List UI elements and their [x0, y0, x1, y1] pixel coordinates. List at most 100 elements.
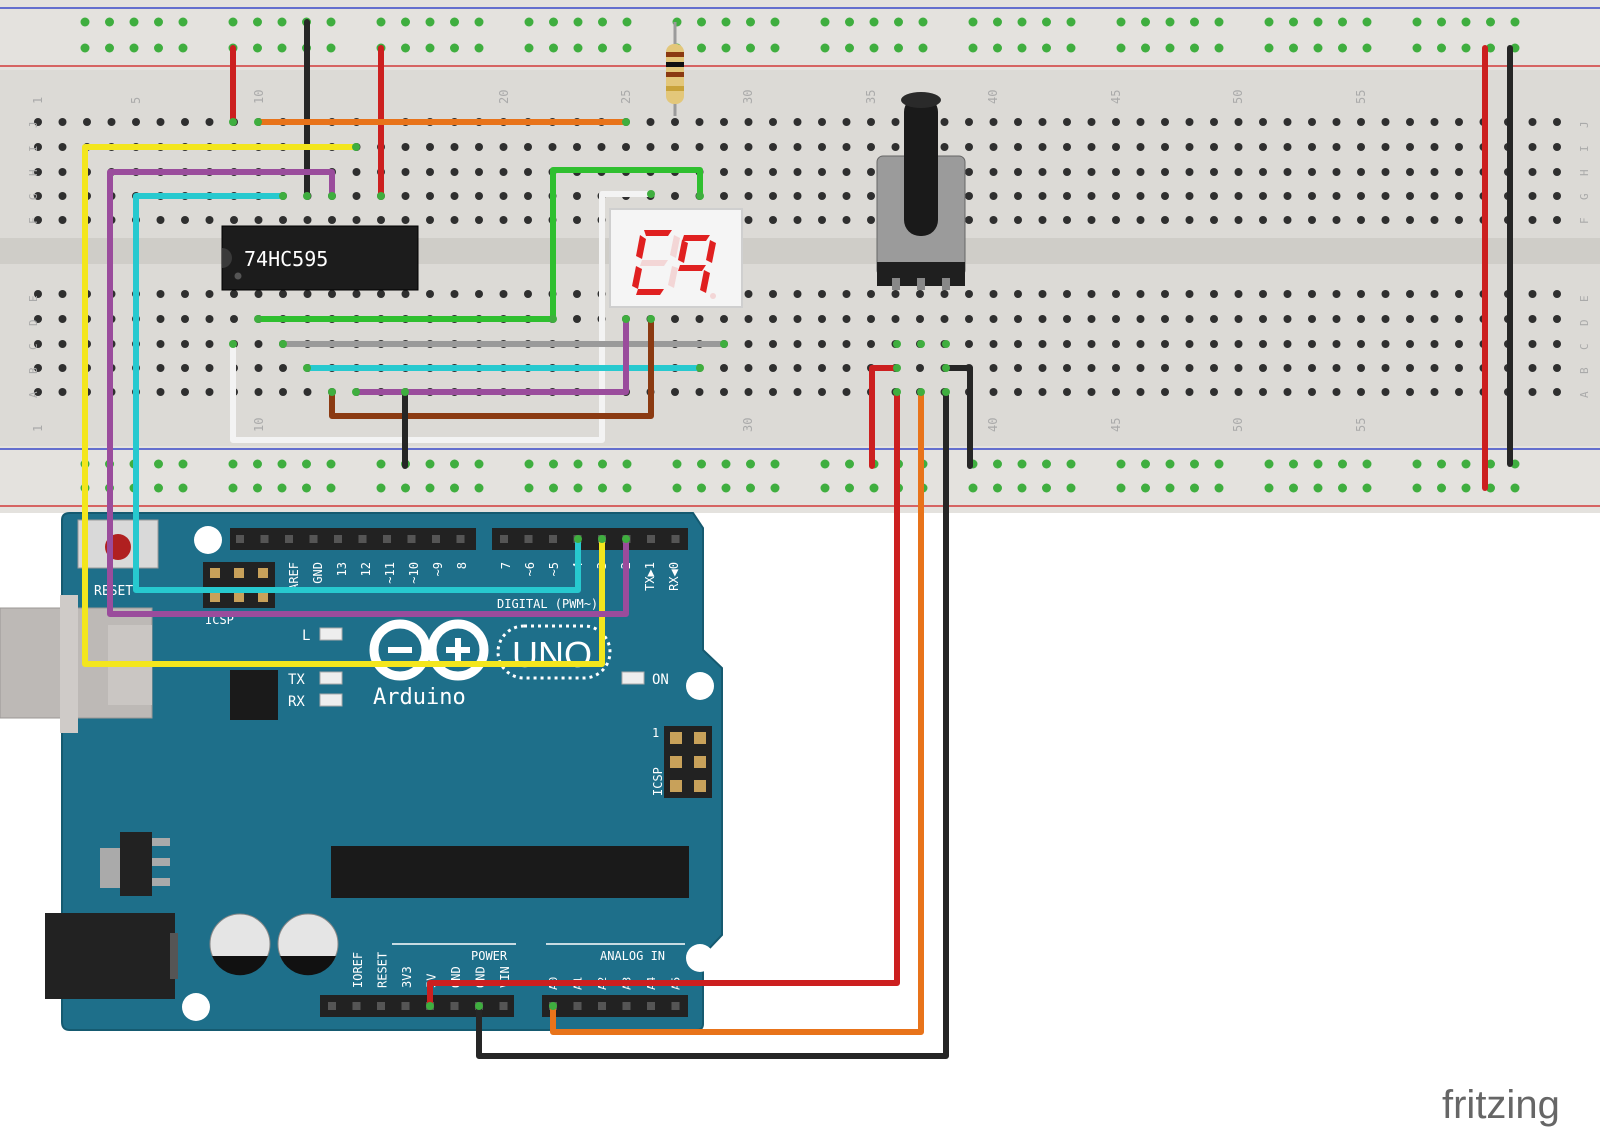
- breadboard-hole: [1234, 168, 1243, 176]
- breadboard-hole: [867, 143, 875, 151]
- breadboard-hole: [1038, 315, 1047, 323]
- breadboard-hole: [744, 388, 753, 396]
- breadboard-hole: [769, 340, 777, 348]
- breadboard-hole: [254, 340, 263, 348]
- breadboard-hole: [769, 143, 777, 151]
- breadboard-hole: [1528, 340, 1537, 348]
- breadboard-hole: [34, 143, 42, 151]
- breadboard-hole: [1283, 315, 1292, 323]
- row-letter-h: H: [27, 169, 40, 176]
- rail-hole: [1362, 17, 1372, 27]
- rail-hole: [129, 43, 139, 53]
- header-pin: [260, 535, 269, 543]
- mounting-hole: [686, 944, 714, 972]
- segment-g-off: [640, 260, 668, 266]
- breadboard-hole: [720, 118, 728, 126]
- rail-hole: [1313, 43, 1323, 53]
- led-rx: [319, 693, 343, 707]
- row-letter-d: D: [27, 319, 40, 326]
- breadboard-hole: [205, 216, 214, 224]
- breadboard-hole: [352, 192, 361, 200]
- rail-hole: [1461, 17, 1471, 27]
- rail-hole: [721, 17, 731, 27]
- breadboard-hole: [58, 364, 67, 372]
- header-pin: [285, 535, 293, 543]
- regulator-pin: [152, 838, 170, 846]
- breadboard-hole: [1308, 388, 1316, 396]
- breadboard-hole: [1430, 364, 1439, 372]
- breadboard-hole: [1087, 364, 1096, 372]
- breadboard-hole: [1406, 118, 1414, 126]
- breadboard-hole: [1112, 364, 1120, 372]
- pot-knob-shaft[interactable]: [904, 96, 938, 236]
- breadboard-hole: [58, 192, 67, 200]
- breadboard-hole: [1308, 290, 1316, 298]
- breadboard-hole: [1406, 143, 1414, 151]
- breadboard-hole: [58, 143, 67, 151]
- breadboard-hole: [720, 364, 728, 372]
- breadboard-hole: [181, 290, 189, 298]
- rail-hole: [1437, 17, 1446, 27]
- breadboard-hole: [1014, 290, 1022, 298]
- icsp-pin: [210, 568, 220, 578]
- rail-hole: [1461, 483, 1471, 493]
- breadboard-hole: [965, 118, 973, 126]
- rail-hole: [1362, 43, 1372, 53]
- breadboard-hole: [1381, 315, 1390, 323]
- rail-hole: [277, 17, 287, 27]
- col-number-40-bottom: 40: [986, 418, 1000, 432]
- breadboard-hole: [1136, 315, 1145, 323]
- rail-hole: [1412, 483, 1422, 493]
- breadboard-hole: [1038, 364, 1047, 372]
- digital-pin-label: 7: [499, 562, 513, 569]
- breadboard-hole: [1381, 143, 1390, 151]
- breadboard-hole: [1210, 216, 1218, 224]
- breadboard-hole: [254, 364, 263, 372]
- breadboard-hole: [426, 290, 434, 298]
- breadboard-hole: [1136, 388, 1145, 396]
- rail-hole: [425, 43, 435, 53]
- rail-hole: [474, 483, 484, 493]
- breadboard-hole: [1259, 192, 1267, 200]
- rail-hole: [105, 17, 114, 27]
- rail-hole: [622, 17, 632, 27]
- pot-knob-top[interactable]: [901, 92, 941, 108]
- digital-label: DIGITAL (PWM~): [497, 597, 598, 611]
- wire-end-cap: [377, 192, 385, 200]
- rail-hole: [721, 459, 731, 469]
- breadboard-hole: [744, 192, 753, 200]
- breadboard-hole: [793, 143, 802, 151]
- potentiometer[interactable]: [876, 92, 966, 290]
- wire-end-cap: [549, 315, 557, 323]
- breadboard-hole: [156, 216, 165, 224]
- breadboard-hole: [1553, 143, 1561, 151]
- wire-end-cap: [328, 192, 336, 200]
- rail-hole: [1313, 17, 1323, 27]
- breadboard-hole: [254, 290, 263, 298]
- breadboard-hole: [965, 192, 973, 200]
- breadboard-hole: [1357, 290, 1365, 298]
- breadboard-hole: [744, 290, 753, 298]
- breadboard-hole: [1112, 118, 1120, 126]
- row-letter-e-right: E: [1578, 295, 1591, 302]
- wire-red-5v: [427, 389, 900, 1009]
- breadboard-hole: [1553, 340, 1561, 348]
- breadboard-hole: [646, 143, 655, 151]
- breadboard-hole: [793, 388, 802, 396]
- rail-hole: [746, 459, 755, 469]
- breadboard-hole: [1381, 118, 1390, 126]
- power-header-body: [320, 995, 514, 1017]
- breadboard-hole: [1063, 388, 1071, 396]
- breadboard-hole: [818, 216, 826, 224]
- breadboard-hole: [842, 290, 851, 298]
- header-pin: [358, 535, 367, 543]
- rail-hole: [253, 43, 262, 53]
- breadboard-hole: [1112, 315, 1120, 323]
- reset-button[interactable]: [77, 519, 159, 569]
- breadboard-hole: [965, 143, 973, 151]
- rail-hole: [178, 483, 188, 493]
- row-letter-e: E: [27, 295, 40, 302]
- breadboard-hole: [1259, 143, 1267, 151]
- breadboard-hole: [1185, 192, 1194, 200]
- digital-header-right: [492, 528, 688, 550]
